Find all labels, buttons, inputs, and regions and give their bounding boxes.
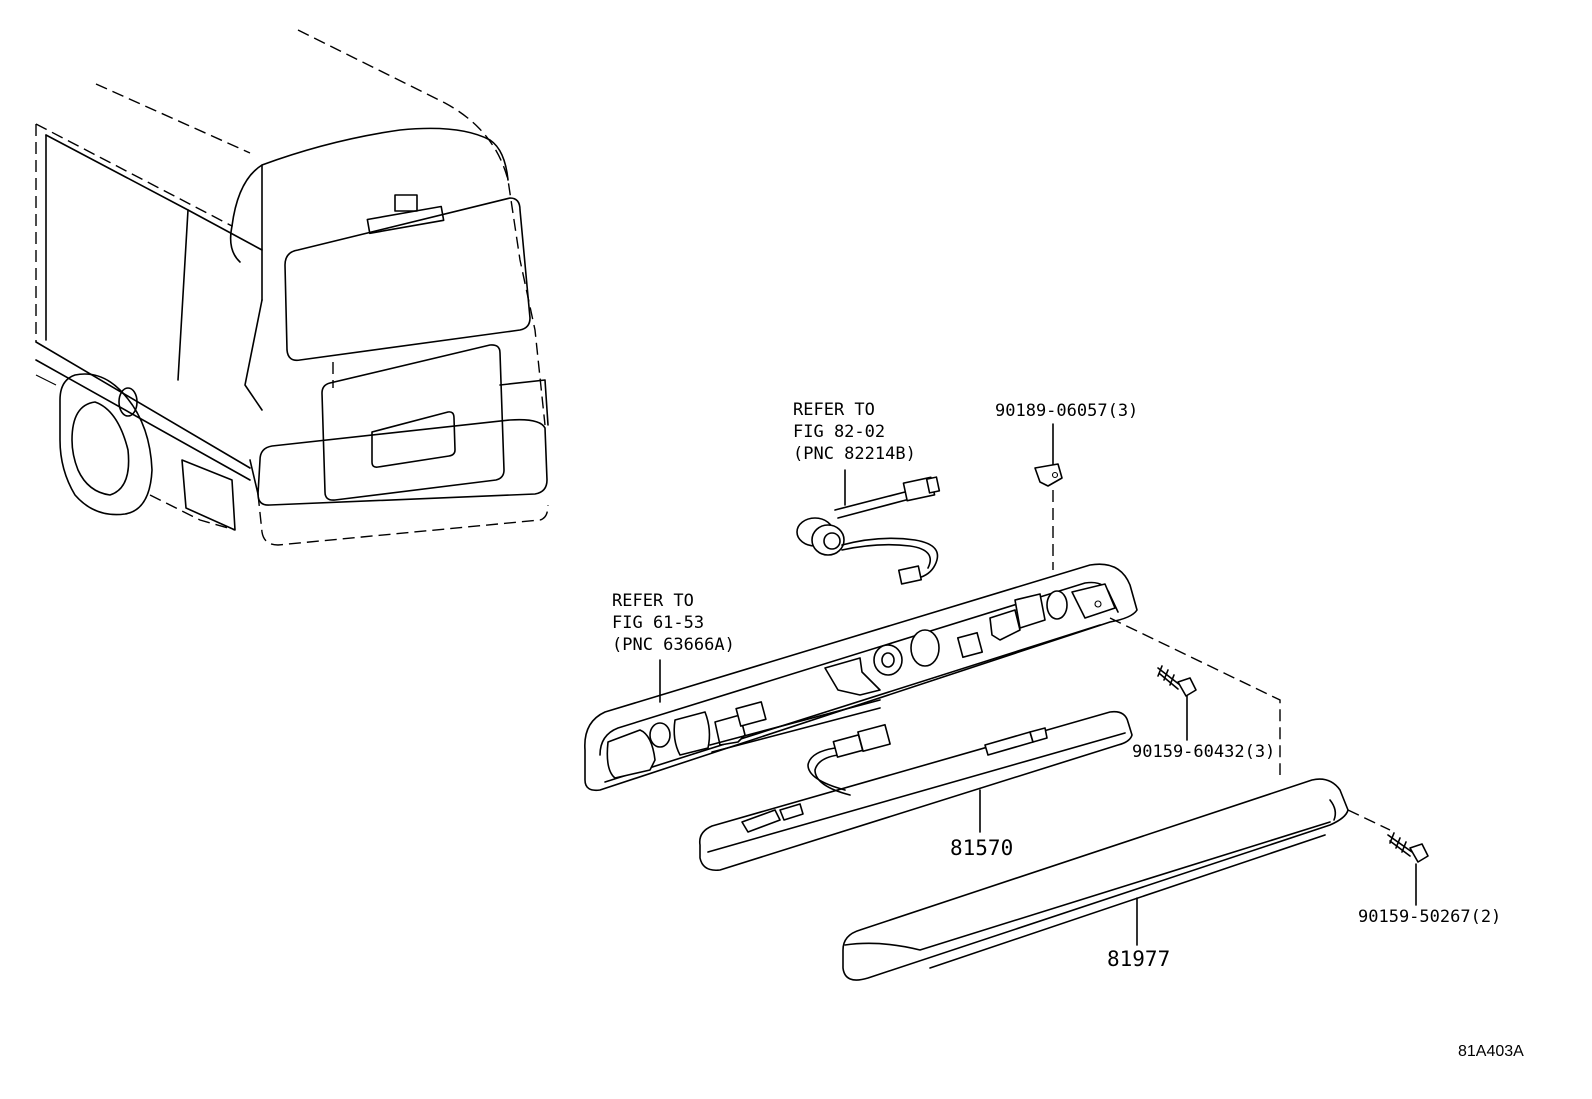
part-label-screw-lower: 90159-50267(2) — [1358, 907, 1501, 927]
lamp-housing — [584, 563, 1281, 792]
callout-housing-line-2: FIG 61-53 — [612, 613, 704, 633]
screw-lower — [1347, 809, 1429, 906]
callout-housing-line-3: (PNC 63666A) — [612, 635, 735, 655]
part-label-81977: 81977 — [1107, 947, 1170, 971]
cover-81977 — [842, 778, 1349, 981]
callout-housing-ref: REFER TO FIG 61-53 (PNC 63666A) — [612, 591, 735, 655]
callout-bulb-line-1: REFER TO — [793, 400, 875, 420]
screw-upper — [1157, 665, 1197, 741]
clip-part — [1034, 423, 1063, 570]
van-illustration — [35, 29, 549, 546]
part-label-81570: 81570 — [950, 836, 1013, 860]
callout-bulb-line-2: FIG 82-02 — [793, 422, 885, 442]
callout-housing-line-1: REFER TO — [612, 591, 694, 611]
part-label-screw-upper: 90159-60432(3) — [1132, 742, 1275, 762]
callout-bulb-ref: REFER TO FIG 82-02 (PNC 82214B) — [793, 400, 916, 464]
socket-and-wire — [796, 476, 941, 585]
part-label-clip: 90189-06057(3) — [995, 401, 1138, 421]
illustration-id: 81A403A — [1458, 1043, 1524, 1060]
callout-bulb-line-3: (PNC 82214B) — [793, 444, 916, 464]
lamp-assembly-81570 — [698, 710, 1133, 872]
